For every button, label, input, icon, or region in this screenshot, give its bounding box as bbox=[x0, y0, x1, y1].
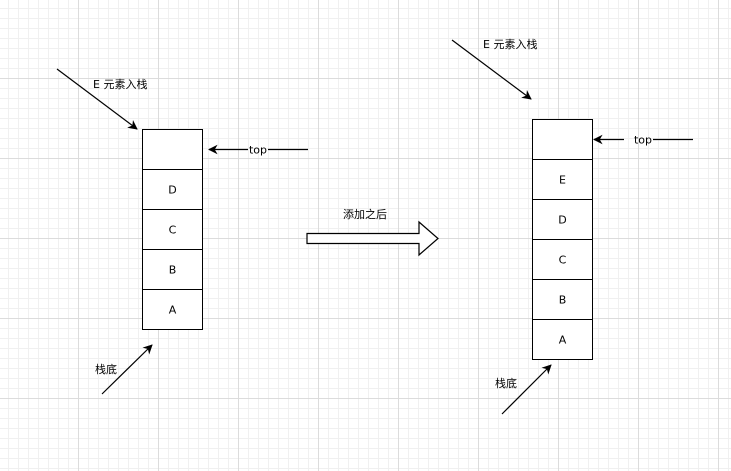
left-stack: D C B A bbox=[142, 129, 203, 330]
left-stack-cell-3-label: B bbox=[169, 264, 177, 277]
left-stack-cell-1-label: D bbox=[168, 184, 176, 197]
right-stack-cell-4: B bbox=[532, 279, 593, 320]
left-stack-cell-2-label: C bbox=[169, 224, 177, 237]
left-stack-cell-0 bbox=[142, 129, 203, 170]
right-stack-cell-5: A bbox=[532, 319, 593, 360]
transition-arrow bbox=[306, 220, 439, 257]
right-stack-cell-2-label: D bbox=[558, 214, 566, 227]
left-stack-cell-4-label: A bbox=[169, 304, 177, 317]
left-stack-cell-2: C bbox=[142, 209, 203, 250]
right-stack-cell-0 bbox=[532, 119, 593, 160]
right-bottom-label: 栈底 bbox=[495, 376, 517, 390]
right-push-label: E 元素入栈 bbox=[483, 37, 537, 51]
left-top-label: top bbox=[249, 144, 267, 157]
right-stack-cell-2: D bbox=[532, 199, 593, 240]
left-push-label: E 元素入栈 bbox=[93, 77, 147, 91]
right-bottom-arrow bbox=[501, 364, 552, 415]
right-stack-cell-5-label: A bbox=[559, 334, 567, 347]
right-stack-cell-1-label: E bbox=[559, 174, 566, 187]
right-push-arrow bbox=[451, 39, 532, 100]
left-bottom-label: 栈底 bbox=[95, 362, 117, 376]
right-stack: E D C B A bbox=[532, 119, 593, 360]
left-push-arrow bbox=[56, 68, 138, 130]
right-stack-cell-4-label: B bbox=[559, 294, 567, 307]
right-stack-cell-3: C bbox=[532, 239, 593, 280]
left-stack-cell-1: D bbox=[142, 169, 203, 210]
right-top-label: top bbox=[634, 134, 652, 147]
left-bottom-arrow bbox=[101, 344, 153, 395]
left-stack-cell-3: B bbox=[142, 249, 203, 290]
right-stack-cell-3-label: C bbox=[559, 254, 567, 267]
left-stack-cell-4: A bbox=[142, 289, 203, 330]
right-stack-cell-1: E bbox=[532, 159, 593, 200]
transition-label: 添加之后 bbox=[343, 207, 387, 221]
